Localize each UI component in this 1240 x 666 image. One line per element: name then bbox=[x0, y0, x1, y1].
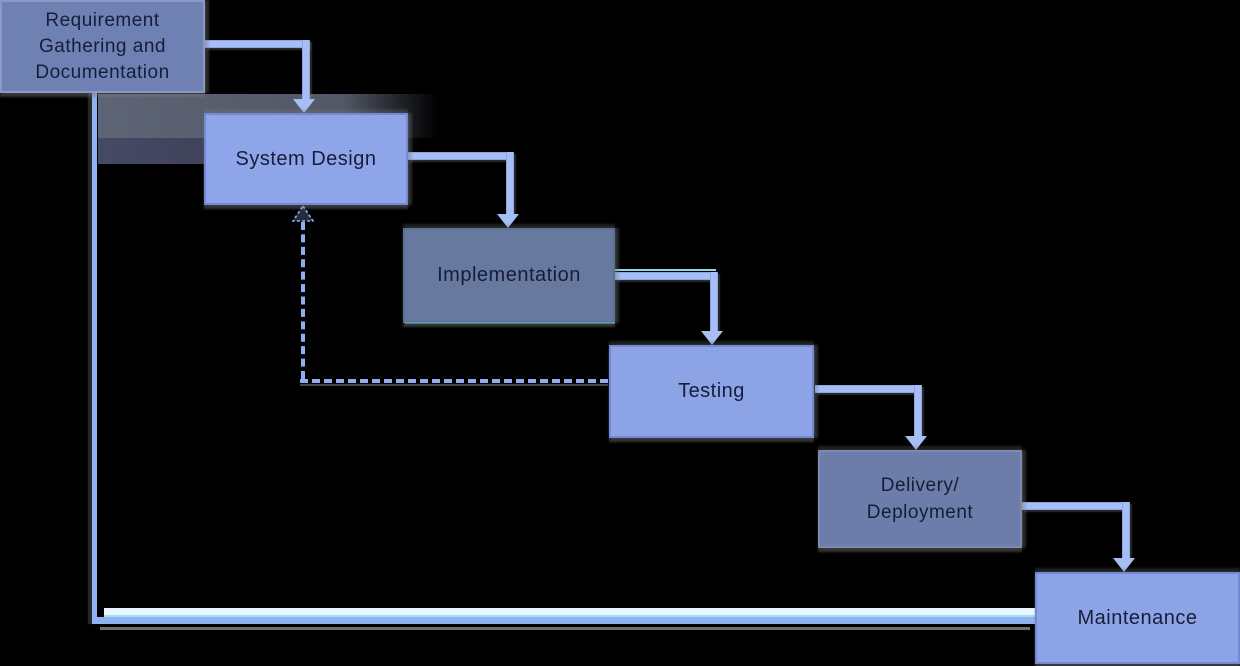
connector-implementation-to-testing-vertical bbox=[710, 272, 718, 331]
arrowhead-into-testing bbox=[701, 331, 723, 345]
connector-requirement-to-systemdesign-horizontal bbox=[205, 40, 309, 48]
feedback-line-bottom-highlight bbox=[104, 608, 1035, 615]
connector-requirement-to-systemdesign-vertical bbox=[302, 40, 310, 101]
stage-delivery-deployment: Delivery/ Deployment bbox=[818, 450, 1022, 548]
arrowhead-into-implementation bbox=[497, 214, 519, 228]
implementation-teal-edge bbox=[405, 322, 615, 324]
stage-system-design-label: System Design bbox=[235, 147, 377, 170]
connector-testing-to-delivery-vertical bbox=[914, 385, 922, 436]
stage-maintenance-label: Maintenance bbox=[1077, 606, 1198, 629]
dashed-feedback-horizontal bbox=[300, 379, 608, 383]
stage-requirement-gathering-label: Requirement Gathering and Documentation bbox=[35, 9, 170, 83]
feedback-line-left-vertical bbox=[92, 93, 97, 624]
stage-delivery-deployment-label: Delivery/ Deployment bbox=[866, 475, 974, 523]
arrowhead-into-maintenance bbox=[1113, 558, 1135, 572]
connector-implementation-to-testing-horizontal bbox=[615, 272, 716, 280]
dashed-feedback-shadow bbox=[300, 384, 608, 386]
arrowhead-into-system-design bbox=[293, 99, 315, 113]
stage-implementation-label: Implementation bbox=[437, 264, 581, 286]
feedback-line-bottom-cyan bbox=[104, 615, 1035, 617]
connector-implementation-cyan-highlight bbox=[615, 269, 716, 271]
stage-requirement-gathering: Requirement Gathering and Documentation bbox=[0, 0, 205, 93]
connector-systemdesign-to-implementation-horizontal bbox=[408, 152, 512, 160]
stage-implementation: Implementation bbox=[403, 228, 615, 323]
stage-testing: Testing bbox=[609, 345, 814, 438]
feedback-line-bottom-shadow bbox=[100, 627, 1030, 630]
feedback-line-bottom-blue bbox=[95, 617, 1035, 624]
stage-system-design: System Design bbox=[204, 113, 408, 205]
connector-delivery-to-maintenance-vertical bbox=[1122, 502, 1130, 558]
dashed-feedback-arrowhead bbox=[292, 205, 314, 222]
connector-delivery-to-maintenance-horizontal bbox=[1022, 502, 1128, 510]
arrowhead-into-delivery bbox=[905, 436, 927, 450]
connector-systemdesign-to-implementation-vertical bbox=[506, 152, 514, 214]
stage-maintenance: Maintenance bbox=[1035, 572, 1240, 664]
connector-testing-to-delivery-horizontal bbox=[815, 385, 920, 393]
dashed-feedback-vertical bbox=[301, 222, 305, 379]
stage-testing-label: Testing bbox=[678, 380, 745, 402]
